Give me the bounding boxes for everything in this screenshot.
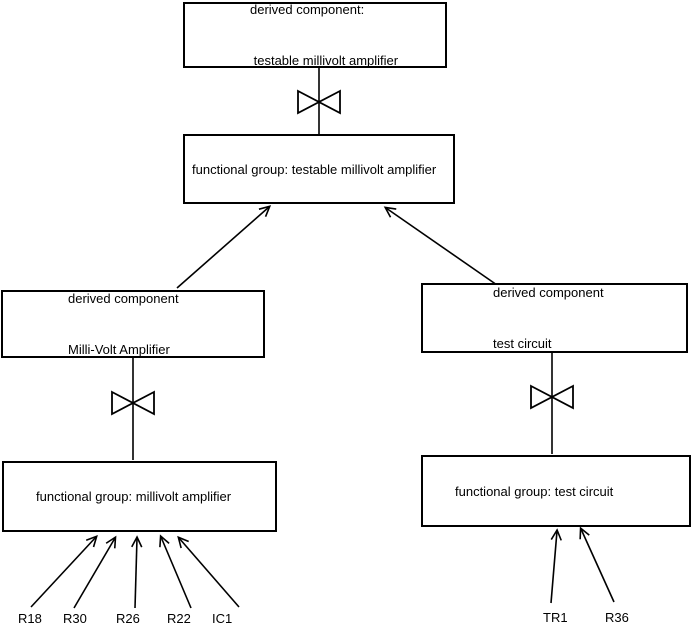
node-functional-group-millivolt-amplifier: functional group: millivolt amplifier bbox=[2, 461, 277, 532]
node-derived-component-test-circuit: derived component test circuit bbox=[421, 283, 688, 353]
node-label-line1: derived component bbox=[68, 291, 179, 306]
connector-right-decomposition bbox=[530, 353, 574, 454]
component-label-r18: R18 bbox=[18, 611, 42, 626]
component-label-ic1: IC1 bbox=[212, 611, 233, 626]
node-label-line1: derived component: bbox=[250, 2, 365, 17]
node-label-line2: test circuit bbox=[493, 336, 552, 351]
component-arrows-right bbox=[550, 526, 615, 604]
node-label: functional group: test circuit bbox=[455, 483, 614, 499]
connector-left-decomposition bbox=[111, 358, 155, 460]
node-label: functional group: millivolt amplifier bbox=[36, 489, 232, 504]
node-label-line2: Milli-Volt Amplifier bbox=[68, 342, 170, 357]
node-derived-component-testable-amplifier: derived component: testable millivolt am… bbox=[183, 2, 447, 68]
node-label-line2: testable millivolt amplifier bbox=[250, 53, 399, 68]
node-functional-group-test-circuit: functional group: test circuit bbox=[421, 455, 691, 527]
component-label-r30: R30 bbox=[63, 611, 87, 626]
component-arrows-left bbox=[30, 534, 240, 609]
connector-top-decomposition bbox=[297, 67, 341, 135]
node-label: functional group: testable millivolt amp… bbox=[192, 161, 437, 177]
node-derived-component-milli-volt-amplifier: derived component Milli-Volt Amplifier bbox=[1, 290, 265, 358]
connector-right-derivation-arrow bbox=[383, 206, 498, 286]
node-functional-group-testable-amplifier: functional group: testable millivolt amp… bbox=[183, 134, 455, 204]
component-label-r36: R36 bbox=[605, 610, 629, 625]
component-label-r22: R22 bbox=[167, 611, 191, 626]
component-label-r26: R26 bbox=[116, 611, 140, 626]
component-label-tr1: TR1 bbox=[543, 610, 568, 625]
node-label-line1: derived component bbox=[493, 285, 604, 300]
connector-left-derivation-arrow bbox=[176, 205, 272, 289]
